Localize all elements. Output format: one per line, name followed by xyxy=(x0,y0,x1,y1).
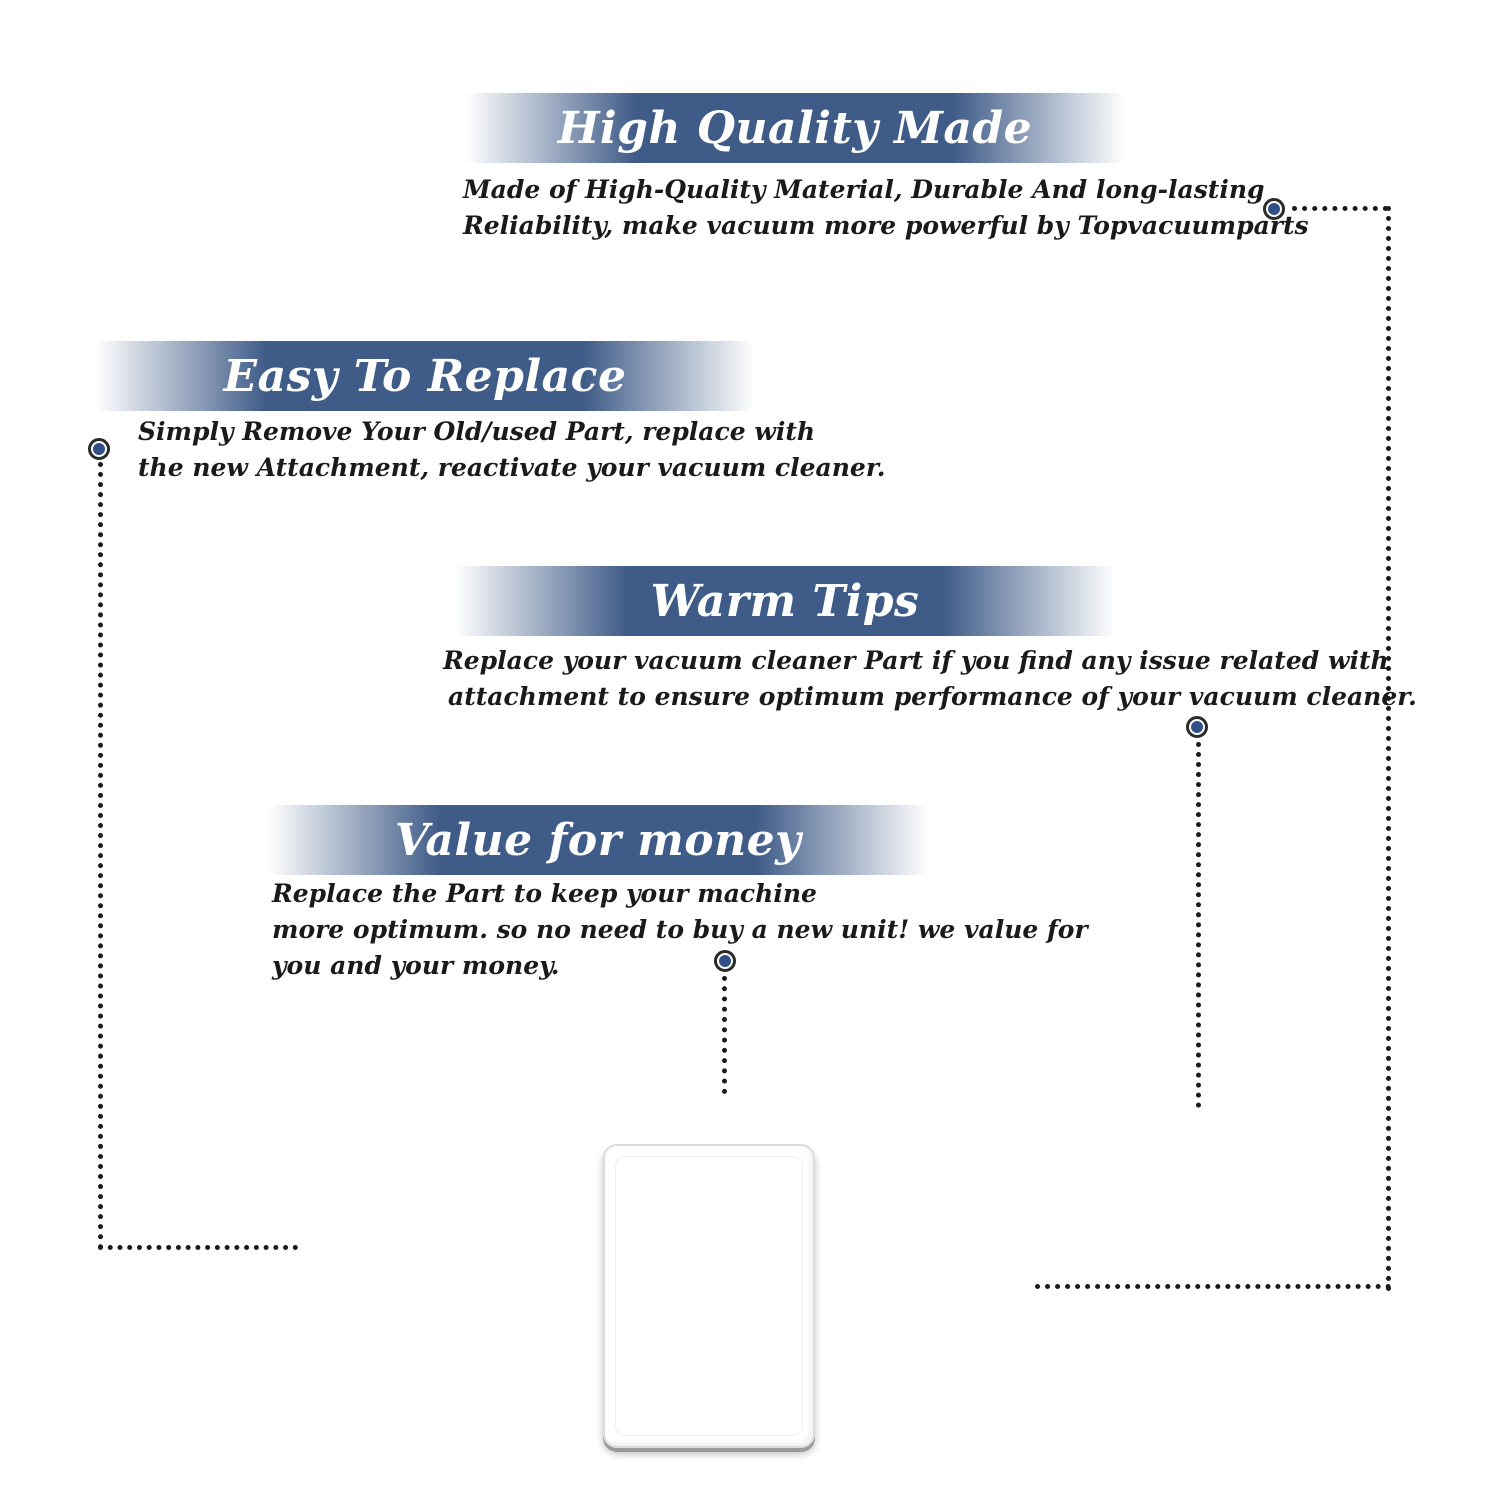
section-title: Value for money xyxy=(394,814,802,866)
description-line: Replace your vacuum cleaner Part if you … xyxy=(443,646,1389,675)
description-line: Made of High-Quality Material, Durable A… xyxy=(463,175,1265,204)
description-line: the new Attachment, reactivate your vacu… xyxy=(138,453,886,482)
description-line: more optimum. so no need to buy a new un… xyxy=(272,915,1088,944)
description-line: you and your money. xyxy=(272,951,560,980)
description-line: Replace the Part to keep your machine xyxy=(272,879,817,908)
section-description: Replace your vacuum cleaner Part if you … xyxy=(443,643,1417,715)
connector-marker-icon xyxy=(1186,716,1208,738)
connector-marker-icon xyxy=(88,438,110,460)
dotted-connector xyxy=(98,1245,298,1250)
product-image xyxy=(603,1144,815,1448)
connector-marker-icon xyxy=(714,950,736,972)
dotted-connector xyxy=(1035,1284,1391,1289)
dotted-connector xyxy=(1292,206,1388,211)
section-title: Easy To Replace xyxy=(223,350,627,402)
section-description: Made of High-Quality Material, Durable A… xyxy=(463,172,1309,244)
dotted-connector xyxy=(1386,206,1391,1292)
section-title: High Quality Made xyxy=(557,102,1033,154)
description-line: attachment to ensure optimum performance… xyxy=(448,682,1417,711)
description-line: Simply Remove Your Old/used Part, replac… xyxy=(138,417,816,446)
dotted-connector xyxy=(98,462,103,1250)
section-description: Replace the Part to keep your machine mo… xyxy=(272,876,1088,984)
description-line: Reliability, make vacuum more powerful b… xyxy=(463,211,1309,240)
section-description: Simply Remove Your Old/used Part, replac… xyxy=(138,414,885,486)
banner-easy-to-replace: Easy To Replace xyxy=(95,341,755,411)
banner-high-quality-made: High Quality Made xyxy=(465,93,1125,163)
banner-warm-tips: Warm Tips xyxy=(455,566,1115,636)
dotted-connector xyxy=(1196,742,1201,1108)
connector-marker-icon xyxy=(1263,198,1285,220)
banner-value-for-money: Value for money xyxy=(268,805,928,875)
section-title: Warm Tips xyxy=(650,575,920,627)
dotted-connector xyxy=(722,976,727,1094)
